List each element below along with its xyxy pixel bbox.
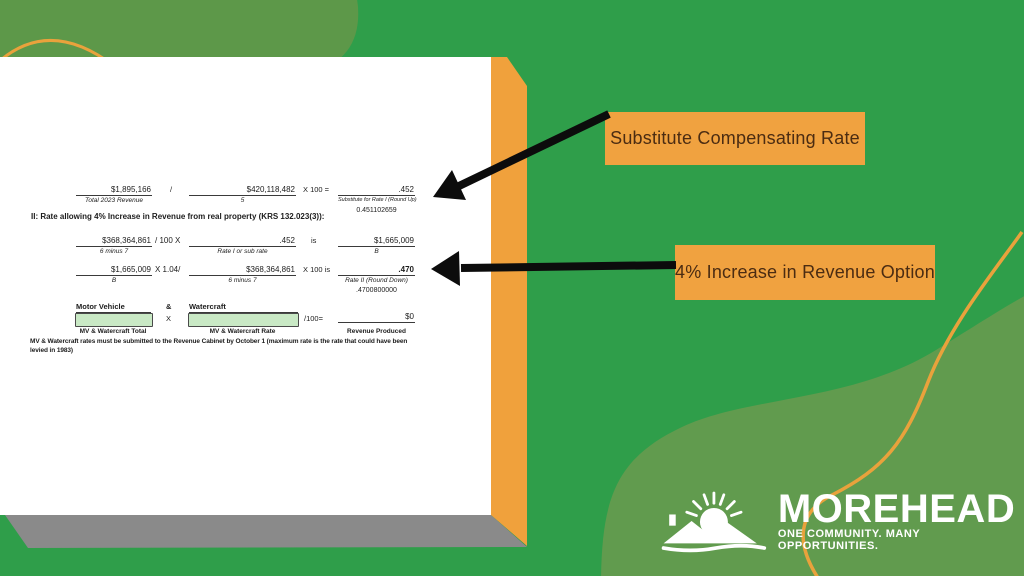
mv-label: MV & Watercraft Rate <box>209 328 276 335</box>
field-value: .470 <box>338 265 415 276</box>
form-field-rate2: .470 Rate II (Round Down) .4700800000 <box>338 265 415 294</box>
form-field-6minus7-b: $368,364,861 6 minus 7 <box>189 265 296 285</box>
mv-total-input <box>75 313 153 327</box>
mv-rate-input <box>188 313 299 327</box>
form-field-assessment: $420,118,482 5 <box>189 185 296 205</box>
form-field-b: $1,665,009 B <box>338 236 415 256</box>
operator: X 1.04/ <box>155 265 181 274</box>
field-value: .452 <box>189 236 296 247</box>
callout-label: Substitute Compensating Rate <box>610 128 860 148</box>
mv-note: MV & Watercraft rates must be submitted … <box>30 338 408 354</box>
field-value: $368,364,861 <box>189 265 296 276</box>
operator: X 100 is <box>303 265 331 274</box>
watercraft-header: Watercraft <box>189 302 298 313</box>
field-label: 6 minus 7 <box>99 248 129 255</box>
morehead-logo: MOREHEAD ONE COMMUNITY. MANY OPPORTUNITI… <box>658 487 1024 555</box>
field-label: 5 <box>240 197 245 204</box>
field-label: Substitute for Rate I (Round Up) <box>338 197 417 203</box>
form-field-total-revenue: $1,895,166 Total 2023 Revenue <box>76 185 152 205</box>
field-value: $368,364,861 <box>76 236 152 247</box>
field-value: $1,665,009 <box>338 236 415 247</box>
operator: /100= <box>304 314 323 323</box>
section-title: II: Rate allowing 4% Increase in Revenue… <box>31 212 325 221</box>
field-value: $1,895,166 <box>76 185 152 196</box>
field-value: $420,118,482 <box>189 185 296 196</box>
mv-label: MV & Watercraft Total <box>79 328 147 335</box>
field-label: Rate I or sub rate <box>217 248 268 255</box>
logo-tagline: ONE COMMUNITY. MANY OPPORTUNITIES. <box>777 528 921 552</box>
field-label: 6 minus 7 <box>228 277 257 284</box>
field-value: $1,665,009 <box>76 265 152 276</box>
field-label: Rate II (Round Down) <box>345 277 408 284</box>
form-field-revenue-produced: $0 <box>338 312 415 323</box>
callout-label: 4% Increase in Revenue Option <box>675 262 935 282</box>
callout-4pct-increase: 4% Increase in Revenue Option <box>675 245 935 300</box>
field-value: .452 <box>338 185 415 196</box>
field-subvalue: .4700800000 <box>356 286 397 294</box>
form-field-6minus7: $368,364,861 6 minus 7 <box>76 236 152 256</box>
operator: / <box>170 185 173 194</box>
field-label: Total 2023 Revenue <box>85 197 143 204</box>
field-label: B <box>111 277 117 284</box>
field-label: B <box>374 248 379 255</box>
mv-header: Motor Vehicle <box>76 302 151 313</box>
form-field-b2: $1,665,009 B <box>76 265 152 285</box>
mountain-sunrise-icon <box>661 491 767 553</box>
mv-label: Revenue Produced <box>347 328 406 335</box>
callout-substitute-compensating-rate: Substitute Compensating Rate <box>605 112 865 165</box>
form-field-rate1: .452 Rate I or sub rate <box>189 236 296 256</box>
operator: X <box>166 314 172 323</box>
operator: X 100 = <box>303 185 330 194</box>
operator: & <box>166 302 172 311</box>
logo-text: MOREHEAD ONE COMMUNITY. MANY OPPORTUNITI… <box>777 487 1024 552</box>
logo-name: MOREHEAD <box>777 487 1016 531</box>
field-value: $0 <box>338 312 415 323</box>
operator: is <box>311 236 317 245</box>
form-field-substitute-rate: .452 Substitute for Rate I (Round Up) 0.… <box>338 185 417 214</box>
operator: / 100 X <box>155 236 181 245</box>
field-subvalue: 0.451102659 <box>356 206 397 214</box>
